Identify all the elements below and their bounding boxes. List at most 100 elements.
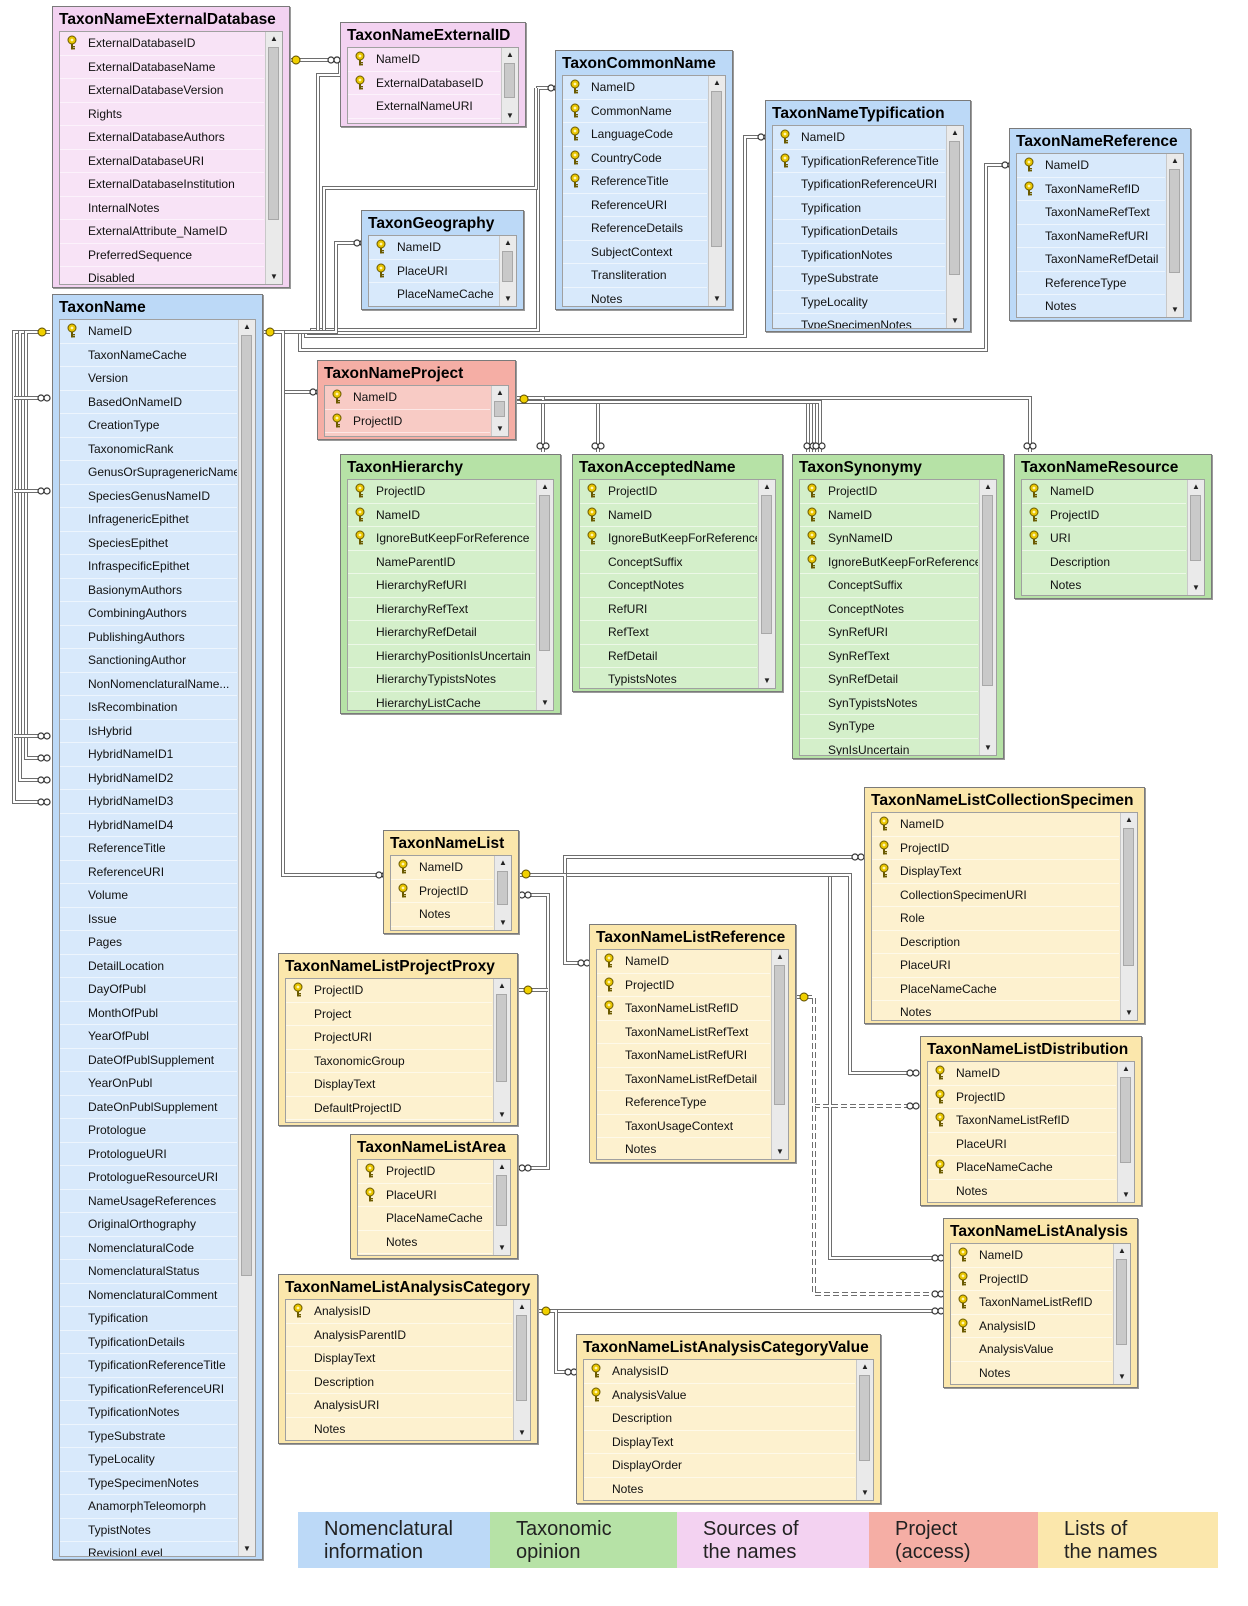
column-row[interactable]: DisplayOrder: [584, 1454, 855, 1478]
scroll-down-arrow-icon[interactable]: ▼: [243, 1544, 251, 1553]
column-row[interactable]: LanguageCode: [563, 123, 707, 147]
scroll-up-arrow-icon[interactable]: ▲: [518, 1302, 526, 1311]
column-row[interactable]: NameID: [580, 504, 757, 527]
column-row[interactable]: NameID: [1022, 480, 1186, 504]
scroll-down-arrow-icon[interactable]: ▼: [1171, 305, 1179, 314]
column-row[interactable]: DetailLocation: [60, 955, 237, 978]
column-row[interactable]: InfraspecificEpithet: [60, 555, 237, 579]
scroll-down-arrow-icon[interactable]: ▼: [861, 1488, 869, 1497]
column-row[interactable]: ProjectID: [872, 837, 1119, 860]
column-row[interactable]: NameParentID: [348, 551, 535, 574]
scroll-thumb[interactable]: [539, 495, 550, 651]
column-row[interactable]: ProjectID: [391, 880, 493, 903]
scroll-thumb[interactable]: [1120, 1077, 1131, 1163]
scroll-down-arrow-icon[interactable]: ▼: [763, 676, 771, 685]
column-row[interactable]: NameID: [391, 856, 493, 880]
column-row[interactable]: HierarchyTypistsNotes: [348, 668, 535, 692]
column-row[interactable]: DateOnPublSupplement: [60, 1096, 237, 1119]
scroll-up-arrow-icon[interactable]: ▲: [763, 482, 771, 491]
column-row[interactable]: IgnoreButKeepForReference: [580, 527, 757, 551]
scroll-up-arrow-icon[interactable]: ▲: [713, 78, 721, 87]
vertical-scrollbar[interactable]: ▲▼: [856, 1360, 873, 1500]
scroll-thumb[interactable]: [949, 141, 960, 276]
column-row[interactable]: DisplayText: [872, 860, 1119, 884]
column-row[interactable]: PlaceURI: [369, 260, 498, 283]
column-row[interactable]: TypeSpecimenNotes: [773, 314, 945, 328]
column-row[interactable]: NameID: [597, 950, 770, 974]
table-title[interactable]: TaxonNameListAnalysis: [950, 1223, 1129, 1240]
column-row[interactable]: SynNameID: [800, 527, 978, 551]
scroll-down-arrow-icon[interactable]: ▼: [713, 294, 721, 303]
column-row[interactable]: NameID: [773, 126, 945, 150]
vertical-scrollbar[interactable]: ▲▼: [493, 979, 510, 1122]
column-row[interactable]: TaxonNameListRefID: [951, 1291, 1112, 1315]
column-row[interactable]: ExternalAttribute_NameID: [60, 220, 264, 244]
table-title[interactable]: TaxonNameExternalDatabase: [59, 11, 276, 28]
scroll-down-arrow-icon[interactable]: ▼: [1192, 583, 1200, 592]
vertical-scrollbar[interactable]: ▲▼: [501, 48, 518, 123]
column-row[interactable]: TypificationReferenceURI: [60, 1378, 237, 1401]
column-row[interactable]: Notes: [563, 288, 707, 307]
column-row[interactable]: TaxonNameListRefID: [928, 1109, 1116, 1133]
column-row[interactable]: DisplayText: [584, 1431, 855, 1454]
column-row[interactable]: DefaultProjectID: [286, 1097, 492, 1120]
column-row[interactable]: RefDetail: [580, 645, 757, 668]
column-row[interactable]: SynType: [800, 715, 978, 739]
scroll-up-arrow-icon[interactable]: ▲: [1122, 1064, 1130, 1073]
scroll-down-arrow-icon[interactable]: ▼: [541, 698, 549, 707]
column-row[interactable]: TypistsNotes: [580, 668, 757, 688]
column-row[interactable]: Notes: [951, 1362, 1112, 1385]
table-title[interactable]: TaxonName: [59, 299, 146, 316]
scroll-thumb[interactable]: [1123, 828, 1134, 967]
column-row[interactable]: ProjectID: [597, 974, 770, 997]
column-row[interactable]: SynRefDetail: [800, 668, 978, 692]
column-row[interactable]: PlaceNameCache: [872, 978, 1119, 1001]
column-row[interactable]: NameID: [369, 236, 498, 260]
scroll-up-arrow-icon[interactable]: ▲: [499, 858, 507, 867]
column-row[interactable]: Typification: [773, 197, 945, 220]
column-row[interactable]: PlaceURI: [928, 1133, 1116, 1156]
column-row[interactable]: TypificationDetails: [773, 220, 945, 244]
column-row[interactable]: ProjectID: [580, 480, 757, 504]
column-row[interactable]: GenusOrSupragenericName: [60, 461, 237, 485]
scroll-down-arrow-icon[interactable]: ▼: [984, 743, 992, 752]
column-row[interactable]: ProtologueURI: [60, 1143, 237, 1166]
vertical-scrollbar[interactable]: ▲▼: [771, 950, 788, 1159]
vertical-scrollbar[interactable]: ▲▼: [708, 76, 725, 306]
column-row[interactable]: TypificationReferenceURI: [773, 173, 945, 197]
column-row[interactable]: HierarchyPositionIsUncertain: [348, 645, 535, 668]
column-row[interactable]: TypistNotes: [60, 1519, 237, 1542]
column-row[interactable]: RefText: [580, 621, 757, 645]
column-row[interactable]: TypificationDetails: [60, 1331, 237, 1354]
column-row[interactable]: DayOfPubl: [60, 978, 237, 1002]
table-title[interactable]: TaxonNameTypification: [772, 105, 945, 122]
scroll-up-arrow-icon[interactable]: ▲: [984, 482, 992, 491]
table-title[interactable]: TaxonNameListAnalysisCategoryValue: [583, 1339, 869, 1356]
scroll-down-arrow-icon[interactable]: ▼: [506, 111, 514, 120]
column-row[interactable]: BasionymAuthors: [60, 579, 237, 602]
vertical-scrollbar[interactable]: ▲▼: [1187, 480, 1204, 595]
scroll-up-arrow-icon[interactable]: ▲: [496, 388, 504, 397]
column-row[interactable]: ExternalDatabaseID: [60, 32, 264, 56]
column-row[interactable]: HierarchyRefDetail: [348, 621, 535, 645]
scroll-thumb[interactable]: [268, 47, 279, 221]
table-title[interactable]: TaxonNameExternalID: [347, 27, 511, 44]
column-row[interactable]: ProjectID: [951, 1268, 1112, 1291]
scroll-up-arrow-icon[interactable]: ▲: [506, 50, 514, 59]
column-row[interactable]: NameID: [951, 1244, 1112, 1268]
scroll-thumb[interactable]: [502, 251, 513, 283]
column-row[interactable]: Description: [286, 1371, 512, 1394]
column-row[interactable]: NameID: [325, 386, 490, 410]
column-row[interactable]: TaxonomicGroup: [286, 1050, 492, 1073]
